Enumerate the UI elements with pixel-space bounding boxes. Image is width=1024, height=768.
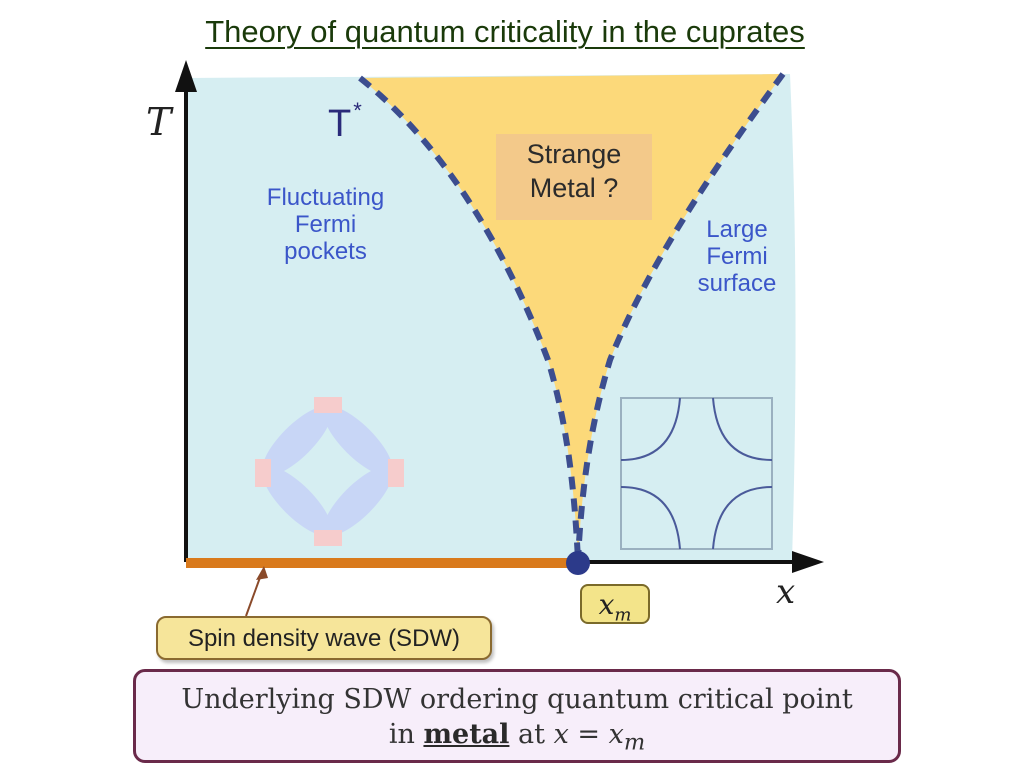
t-star-label: T* bbox=[328, 98, 362, 146]
caption-line-2: in metal at x = xm bbox=[136, 717, 898, 758]
x-axis-label: x bbox=[776, 572, 795, 612]
large-fermi-surface-label: Large Fermi surface bbox=[682, 217, 792, 298]
fluctuating-pockets-label: Fluctuating Fermi pockets bbox=[248, 185, 403, 266]
y-axis-arrow bbox=[175, 60, 197, 92]
critical-point bbox=[566, 551, 590, 575]
strange-metal-label: Strange Metal ? bbox=[496, 134, 652, 220]
y-axis-label: T bbox=[146, 100, 171, 144]
caption-line-1: Underlying SDW ordering quantum critical… bbox=[136, 682, 898, 717]
large-fermi-surface-inset bbox=[621, 398, 772, 549]
caption-box: Underlying SDW ordering quantum critical… bbox=[133, 669, 901, 763]
x-axis-arrow bbox=[792, 551, 824, 573]
critical-point-label: xm bbox=[580, 584, 650, 624]
sdw-label: Spin density wave (SDW) bbox=[156, 616, 492, 660]
